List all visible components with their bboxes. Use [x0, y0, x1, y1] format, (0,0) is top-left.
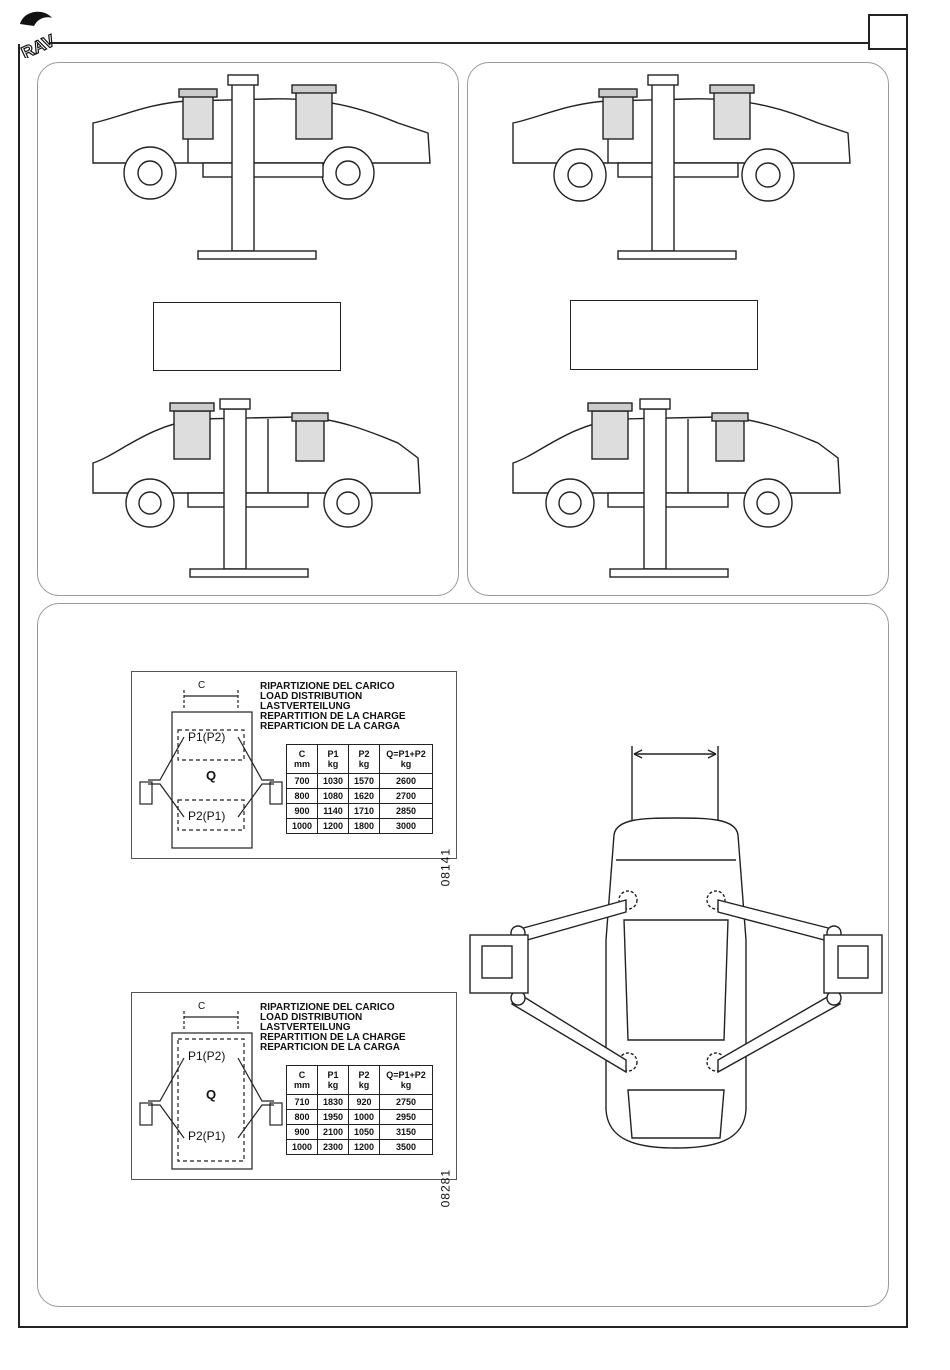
table-header-row: C mm P1 kg P2 kg Q=P1+P2 kg: [286, 744, 433, 774]
label-code: 08141: [438, 848, 452, 887]
pad-front-label: P1(P2): [188, 730, 226, 744]
dimension-label-c: C: [198, 680, 206, 691]
label-code: 08281: [438, 1169, 452, 1208]
lift-car-illustration-a: [92, 74, 431, 578]
label-title: RIPARTIZIONE DEL CARICO LOAD DISTRIBUTIO…: [260, 681, 406, 732]
caption-box-top-left: [153, 302, 341, 371]
lift-top-view-illustration: [469, 746, 883, 1149]
pad-front-label: P1(P2): [188, 1049, 226, 1063]
load-center-label: Q: [206, 1087, 217, 1102]
lift-car-illustration-b: [512, 74, 851, 578]
load-center-label: Q: [206, 768, 217, 783]
table-header-row: C mm P1 kg P2 kg Q=P1+P2 kg: [286, 1065, 433, 1095]
pad-rear-label: P2(P1): [188, 809, 226, 823]
page-number-box: [868, 14, 908, 50]
caption-box-top-right: [570, 300, 758, 370]
panel-load-rear-top-right: [467, 62, 889, 596]
pad-rear-label: P2(P1): [188, 1129, 226, 1143]
load-label-1: C P1(P2) Q P2(P1) RIPARTIZIONE DEL CARIC…: [131, 671, 457, 886]
label-diagram-1: [139, 690, 283, 849]
label-title: RIPARTIZIONE DEL CARICO LOAD DISTRIBUTIO…: [260, 1002, 406, 1053]
load-label-2: C P1(P2) Q P2(P1) RIPARTIZIONE DEL CARIC…: [131, 992, 457, 1207]
page-frame: [18, 44, 908, 1328]
label-diagram-2: [139, 1011, 283, 1170]
brand-logo: RAV: [18, 11, 58, 58]
header-rule: [50, 42, 870, 44]
dimension-label-c: C: [198, 1001, 206, 1012]
